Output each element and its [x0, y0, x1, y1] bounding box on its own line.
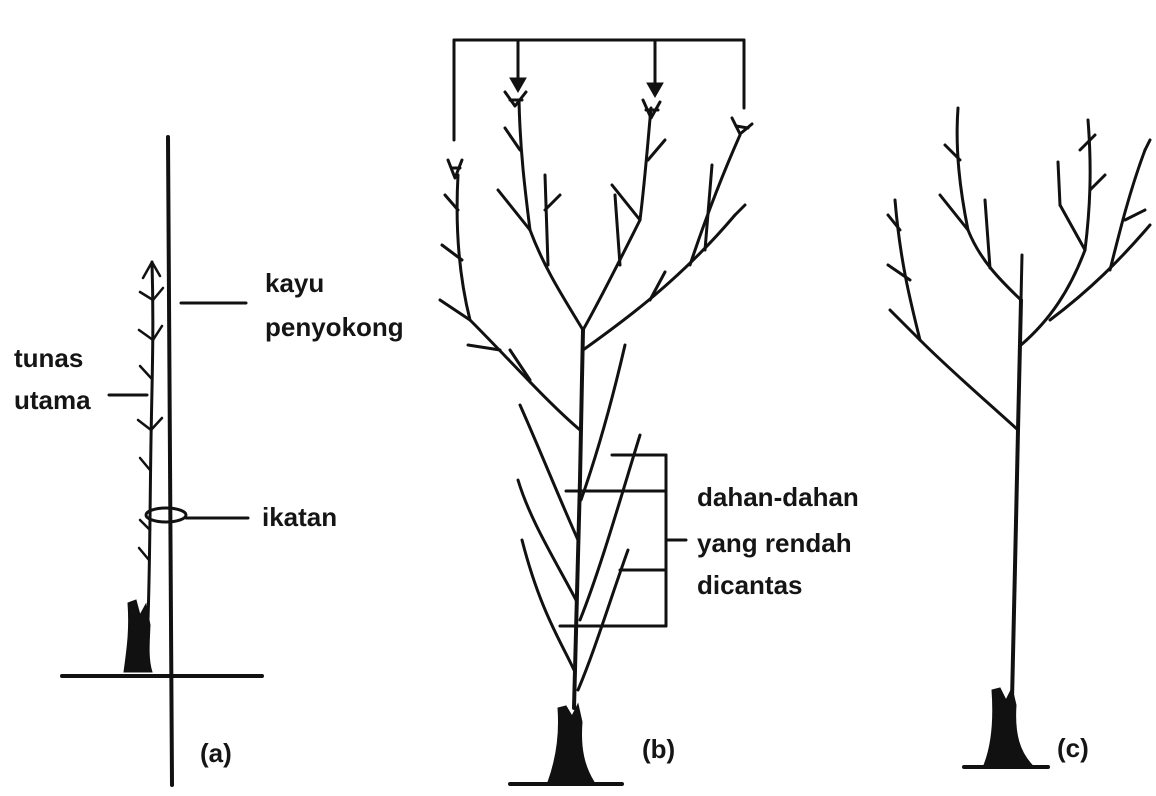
main-shoot	[148, 262, 153, 620]
label-tunas-utama: tunas utama	[14, 343, 91, 415]
pruning-arrow-heads	[510, 78, 663, 97]
pruning-bracket	[454, 40, 744, 140]
cut-buds	[448, 92, 752, 178]
panel-b: dahan-dahan yang rendah dicantas (b)	[440, 40, 866, 784]
label-kayu-penyokong: kayu penyokong	[265, 268, 404, 342]
caption-b: (b)	[642, 734, 675, 764]
caption-a: (a)	[200, 738, 232, 768]
panel-c: (c)	[888, 108, 1150, 767]
crown-branches-b	[440, 100, 745, 430]
trunk-base-b	[548, 704, 594, 782]
trunk-b	[574, 330, 583, 708]
label-ikatan: ikatan	[262, 502, 337, 532]
tie	[146, 508, 186, 522]
panel-a: kayu penyokong tunas utama ikatan (a)	[14, 137, 404, 785]
support-stake	[168, 137, 172, 785]
trunk-c	[1012, 300, 1021, 700]
trunk-base-c	[984, 688, 1032, 765]
caption-c: (c)	[1057, 733, 1089, 763]
label-dahan-dahan: dahan-dahan yang rendah dicantas	[697, 482, 866, 600]
